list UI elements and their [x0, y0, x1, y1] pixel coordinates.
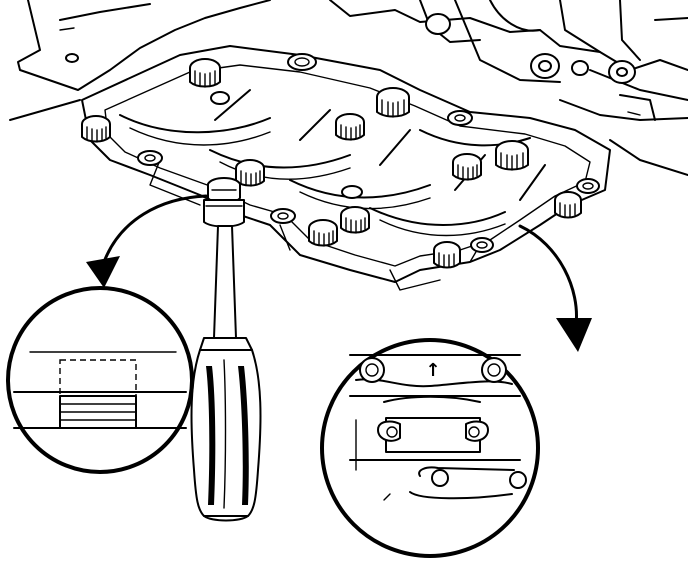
bolt: [554, 191, 582, 219]
bolt: [359, 357, 385, 383]
bolt: [495, 140, 529, 171]
right-callout-arrow: [518, 224, 592, 352]
bolt: [376, 87, 410, 118]
bolt: [452, 153, 482, 181]
left-callout-arrow: [86, 194, 208, 288]
bolt: [340, 206, 370, 234]
bearing-cap-ladder-frame: [81, 45, 611, 291]
engine-block-upper: [9, 0, 688, 176]
bolt: [433, 241, 461, 269]
bolt: [235, 159, 265, 187]
bolt: [335, 113, 365, 141]
bearing-cap-arrow-mark-detail: ↑: [320, 338, 540, 558]
bearing-cap-bolts: [81, 58, 582, 269]
bearing-cap-tab-detail: [6, 286, 194, 474]
bolt: [81, 115, 111, 143]
bolt: [308, 219, 338, 247]
arrow-mark: ↑: [425, 360, 440, 381]
bolt: [189, 58, 221, 88]
bolt: [481, 357, 507, 383]
screwdriver: [190, 177, 262, 522]
